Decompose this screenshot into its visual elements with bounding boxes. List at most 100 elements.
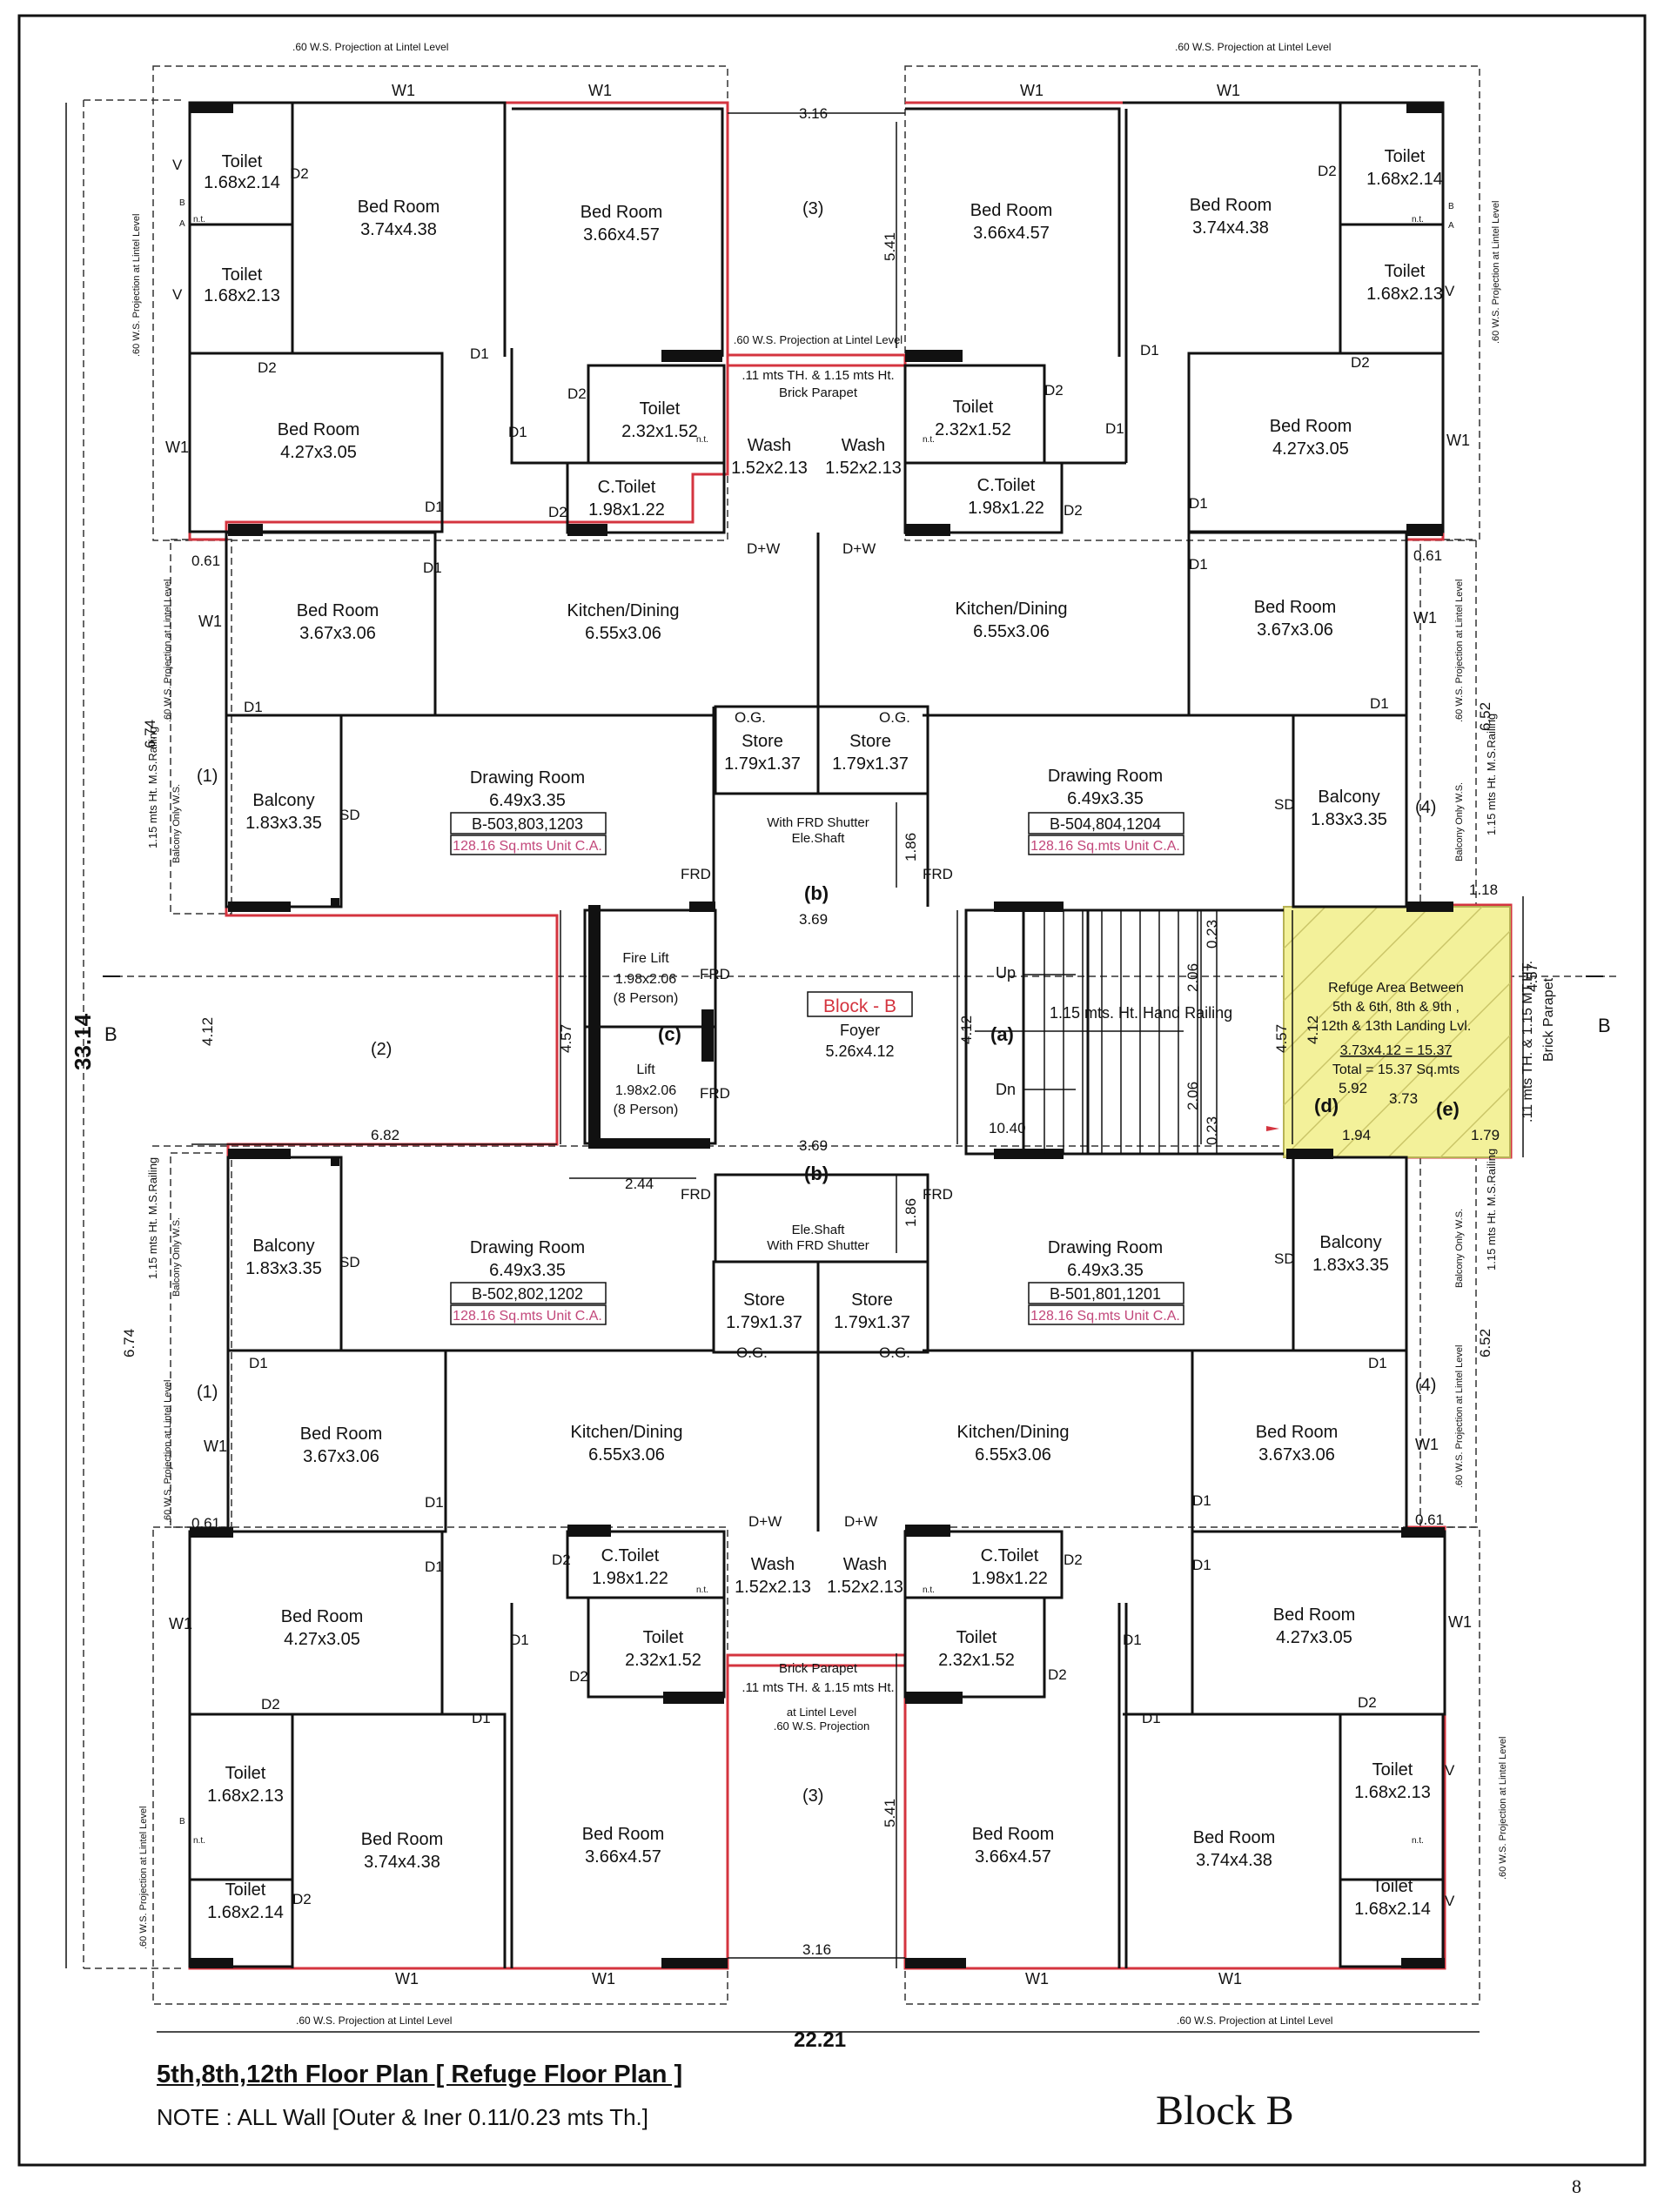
room-name: Bed Room [1193, 1828, 1276, 1847]
balcony-ws-right-bottom: Balcony Only W.S. [1454, 1209, 1465, 1288]
pipe-marker: n.t. [193, 215, 205, 225]
window-label: W1 [1217, 82, 1240, 99]
pipe-marker: B [1448, 202, 1454, 211]
center-parapet-note: Brick Parapet [779, 385, 858, 400]
dim-text: 4.12 [1305, 1016, 1321, 1044]
door-label: D2 [290, 165, 309, 182]
room-size: 1.68x2.14 [207, 1903, 284, 1922]
room-name: Kitchen/Dining [956, 600, 1068, 619]
door-label: D1 [1105, 420, 1124, 437]
dim-text: 1.94 [1342, 1127, 1371, 1143]
wall-note: NOTE : ALL Wall [Outer & Iner 0.11/0.23 … [157, 2104, 649, 2130]
pipe-marker: n.t. [696, 1585, 708, 1595]
refuge-parapet-note: Brick Parapet [1541, 977, 1556, 1062]
room-size: 6.55x3.06 [588, 1445, 665, 1465]
room-size: 4.27x3.05 [280, 443, 357, 462]
unit-carpet-area: 128.16 Sq.mts Unit C.A. [453, 839, 602, 854]
dim-text: 3.16 [802, 1941, 831, 1958]
door-label: D1 [425, 499, 444, 515]
door-label: D2 [552, 1552, 571, 1568]
door-label: D1 [510, 1632, 529, 1648]
room-size: 2.32x1.52 [621, 422, 698, 441]
room-size: 3.74x4.38 [1196, 1851, 1272, 1870]
pipe-marker: A [1448, 221, 1454, 231]
unit-number-box [450, 812, 607, 835]
room-name: Drawing Room [470, 768, 585, 788]
dim-text: 6.52 [1477, 1329, 1493, 1357]
unit-number-box [1028, 1282, 1184, 1304]
dim-text: 6.74 [142, 720, 158, 748]
vent-label: V [1445, 1762, 1455, 1779]
room-size: 1.98x1.22 [592, 1569, 668, 1588]
room-size: 3.66x4.57 [583, 225, 660, 245]
door-label: D2 [1044, 382, 1064, 399]
door-label: D2 [567, 385, 587, 402]
window-label: W1 [1415, 1436, 1439, 1453]
room-name: Drawing Room [1048, 1238, 1163, 1257]
block-label: Block B [1156, 2088, 1294, 2134]
dim-text: 6.74 [121, 1329, 138, 1357]
pipe-marker: n.t. [923, 1585, 935, 1595]
door-label: D1 [249, 1355, 268, 1371]
room-name: Toilet [1385, 262, 1426, 281]
window-label: W1 [1448, 1613, 1472, 1631]
area-marker: (d) [1314, 1095, 1339, 1116]
balcony-ws-left-bottom: Balcony Only W.S. [171, 1217, 182, 1297]
window-label: W1 [204, 1438, 227, 1455]
fire-lift-label: Fire Lift [622, 951, 669, 966]
room-size: 3.66x4.57 [975, 1847, 1051, 1867]
room-name: Toilet [225, 1880, 266, 1900]
projection-note-bottom-left: .60 W.S. Projection at Lintel Level [296, 2014, 452, 2027]
room-name: Bed Room [1273, 1605, 1356, 1625]
projection-note-right-3: .60 W.S. Projection at Lintel Level [1454, 1345, 1465, 1488]
room-size: 1.52x2.13 [827, 1578, 903, 1597]
area-marker: (a) [990, 1023, 1014, 1045]
room-name: Kitchen/Dining [567, 601, 680, 620]
vent-label: V [172, 157, 183, 173]
refuge-line: Refuge Area Between [1328, 981, 1464, 995]
section-marker-left: B [104, 1023, 117, 1045]
pipe-marker: B [179, 1817, 185, 1827]
slide-door-label: SD [339, 807, 360, 823]
room-name: Bed Room [1190, 196, 1272, 215]
room-size: 1.79x1.37 [724, 754, 801, 774]
room-size: 3.67x3.06 [1258, 1445, 1335, 1465]
balcony-ws-left-top: Balcony Only W.S. [171, 784, 182, 863]
frd-label: FRD [700, 1085, 730, 1102]
room-name: Drawing Room [1048, 767, 1163, 786]
room-name: C.Toilet [977, 476, 1036, 495]
refuge-line: 3.73x4.12 = 15.37 [1340, 1043, 1453, 1058]
pipe-marker: B [179, 198, 185, 208]
page-number: 8 [1572, 2175, 1581, 2197]
door-label: D2 [1048, 1666, 1067, 1683]
lift-size: 1.98x2.06 [615, 1083, 676, 1098]
refuge-line: Total = 15.37 Sq.mts [1332, 1062, 1460, 1077]
room-name: C.Toilet [601, 1546, 660, 1565]
center-wall-note: .11 mts TH. & 1.15 mts Ht. [742, 368, 894, 383]
room-name: Toilet [956, 1628, 997, 1647]
room-size: 3.74x4.38 [364, 1853, 440, 1872]
window-label: W1 [392, 82, 415, 99]
slide-door-label: SD [1274, 796, 1295, 813]
room-name: Store [851, 1290, 893, 1310]
room-size: 3.66x4.57 [585, 1847, 661, 1867]
area-marker: (4) [1415, 798, 1436, 817]
room-size: 6.49x3.35 [489, 1261, 566, 1280]
room-name: Bed Room [972, 1825, 1055, 1844]
room-size: 6.55x3.06 [973, 622, 1050, 641]
door-label: D2 [1318, 163, 1337, 179]
dim-text: 4.12 [958, 1016, 975, 1044]
room-size: 1.79x1.37 [832, 754, 909, 774]
window-label: W1 [165, 439, 189, 456]
unit-number: B-501,801,1201 [1050, 1285, 1161, 1303]
door-label: D1 [425, 1494, 444, 1511]
window-label: W1 [198, 613, 222, 630]
unit-area-box [450, 1304, 607, 1325]
door-label: D1 [1123, 1632, 1142, 1648]
dw-label: D+W [748, 1513, 782, 1530]
sheet-border [17, 14, 1647, 2167]
dim-text: 4.12 [199, 1017, 216, 1046]
red-arrow [1266, 1126, 1279, 1131]
room-size: 1.68x2.13 [1366, 285, 1443, 304]
dw-label: D+W [747, 540, 780, 557]
